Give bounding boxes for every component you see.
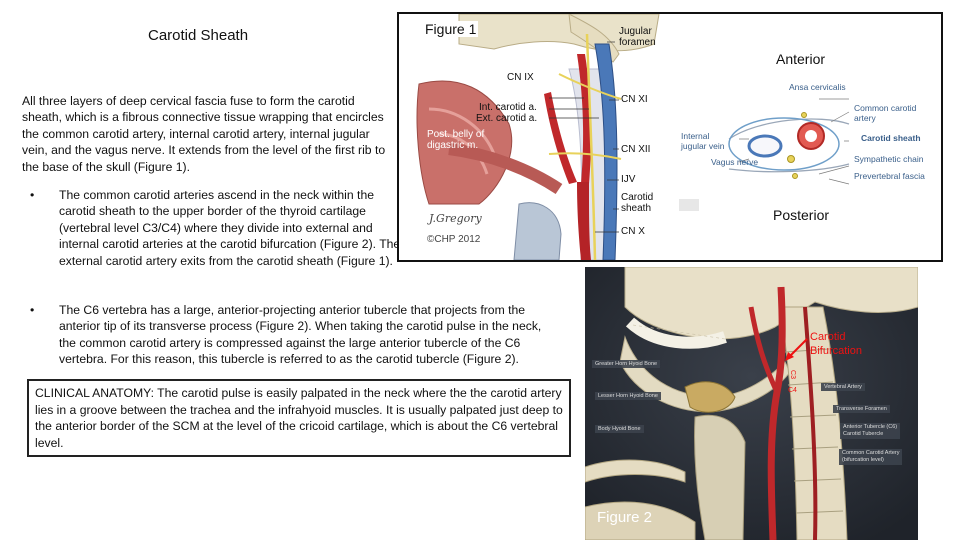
label-line: (bifurcation level) (842, 457, 884, 463)
anterior-label: Anterior (776, 51, 826, 67)
figure-2: Carotid Bifurcation C3 C4 Greater Horn H… (585, 267, 918, 540)
label-line: Carotid Tubercle (843, 431, 884, 437)
bullet-marker: • (30, 188, 35, 202)
carotid-sheath-diagram-label: Carotid sheath (861, 133, 921, 143)
jugular-foramen-label: Jugular foramen (619, 26, 656, 48)
figure-2-illustration (585, 267, 918, 540)
transverse-foramen-tag: Transverse Foramen (833, 405, 890, 413)
label-line: Internal (681, 131, 710, 141)
carotid-sheath-label: Carotid sheath (621, 192, 653, 214)
common-carotid-tag: Common Carotid Artery (bifurcation level… (839, 449, 903, 465)
ext-carotid-label: Ext. carotid a. (476, 113, 538, 124)
figure-1: Figure 1 Anterior Posterior Jugular fora… (397, 12, 943, 262)
carotid-bifurcation-label: Carotid Bifurcation (810, 330, 862, 358)
intro-paragraph: All three layers of deep cervical fascia… (22, 94, 386, 174)
c3-label: C3 (788, 370, 796, 379)
body-hyoid-tag: Body Hyoid Bone (595, 425, 644, 433)
vagus-nerve-label: Vagus nerve (711, 157, 759, 167)
cn-ix-label: CN IX (507, 72, 534, 83)
label-line: Bifurcation (810, 345, 862, 357)
cn-x-label: CN X (621, 226, 645, 237)
vertebral-artery-tag: Vertebral Artery (821, 383, 865, 391)
lesser-horn-hyoid-tag: Lesser Horn Hyoid Bone (595, 392, 661, 400)
int-carotid-label: Int. carotid a. (479, 102, 537, 113)
illustrator-signature: J.Gregory (429, 212, 482, 225)
label-line: sheath (621, 203, 652, 214)
cn-xii-label: CN XII (621, 144, 651, 155)
label-line: foramen (619, 37, 656, 48)
prevertebral-fascia-label: Prevertebral fascia (854, 171, 925, 181)
figure-2-label: Figure 2 (597, 509, 653, 526)
figure-1-label: Figure 1 (423, 21, 479, 37)
copyright-label: ©CHP 2012 (427, 234, 481, 245)
bullet-marker: • (30, 303, 35, 317)
common-carotid-artery-label: Common carotid artery (854, 103, 916, 123)
cn-xi-label: CN XI (621, 94, 648, 105)
ijv-label: IJV (621, 174, 636, 185)
page-title: Carotid Sheath (148, 27, 249, 44)
anterior-tubercle-tag: Anterior Tubercle (C6) Carotid Tubercle (840, 423, 901, 439)
label-line: artery (854, 113, 876, 123)
label-line: Common carotid (854, 103, 917, 113)
label-line: Carotid (621, 192, 654, 203)
ansa-cervicalis-label: Ansa cervicalis (789, 82, 846, 92)
figure-1-illustration (416, 14, 850, 260)
label-line: jugular vein (681, 141, 725, 151)
label-line: Jugular (619, 26, 652, 37)
label-line: Anterior Tubercle (C6) (843, 424, 898, 430)
label-line: Carotid (810, 331, 846, 343)
label-line: digastric m. (427, 140, 479, 151)
posterior-label: Posterior (773, 207, 830, 223)
label-line: Post. belly of (427, 129, 485, 140)
bullet-text: The C6 vertebra has a large, anterior-pr… (59, 303, 542, 367)
post-belly-digastric-label: Post. belly of digastric m. (427, 129, 484, 151)
greater-horn-hyoid-tag: Greater Horn Hyoid Bone (592, 360, 661, 368)
c4-label: C4 (788, 387, 797, 394)
internal-jugular-vein-label: Internal jugular vein (681, 131, 724, 151)
carotid-sheath-cross-section (728, 98, 850, 185)
label-line: Common Carotid Artery (842, 450, 900, 456)
clinical-anatomy-box: CLINICAL ANATOMY: The carotid pulse is e… (27, 379, 571, 458)
bullet-text: The common carotid arteries ascend in th… (59, 188, 401, 268)
sympathetic-chain-label: Sympathetic chain (854, 154, 924, 164)
